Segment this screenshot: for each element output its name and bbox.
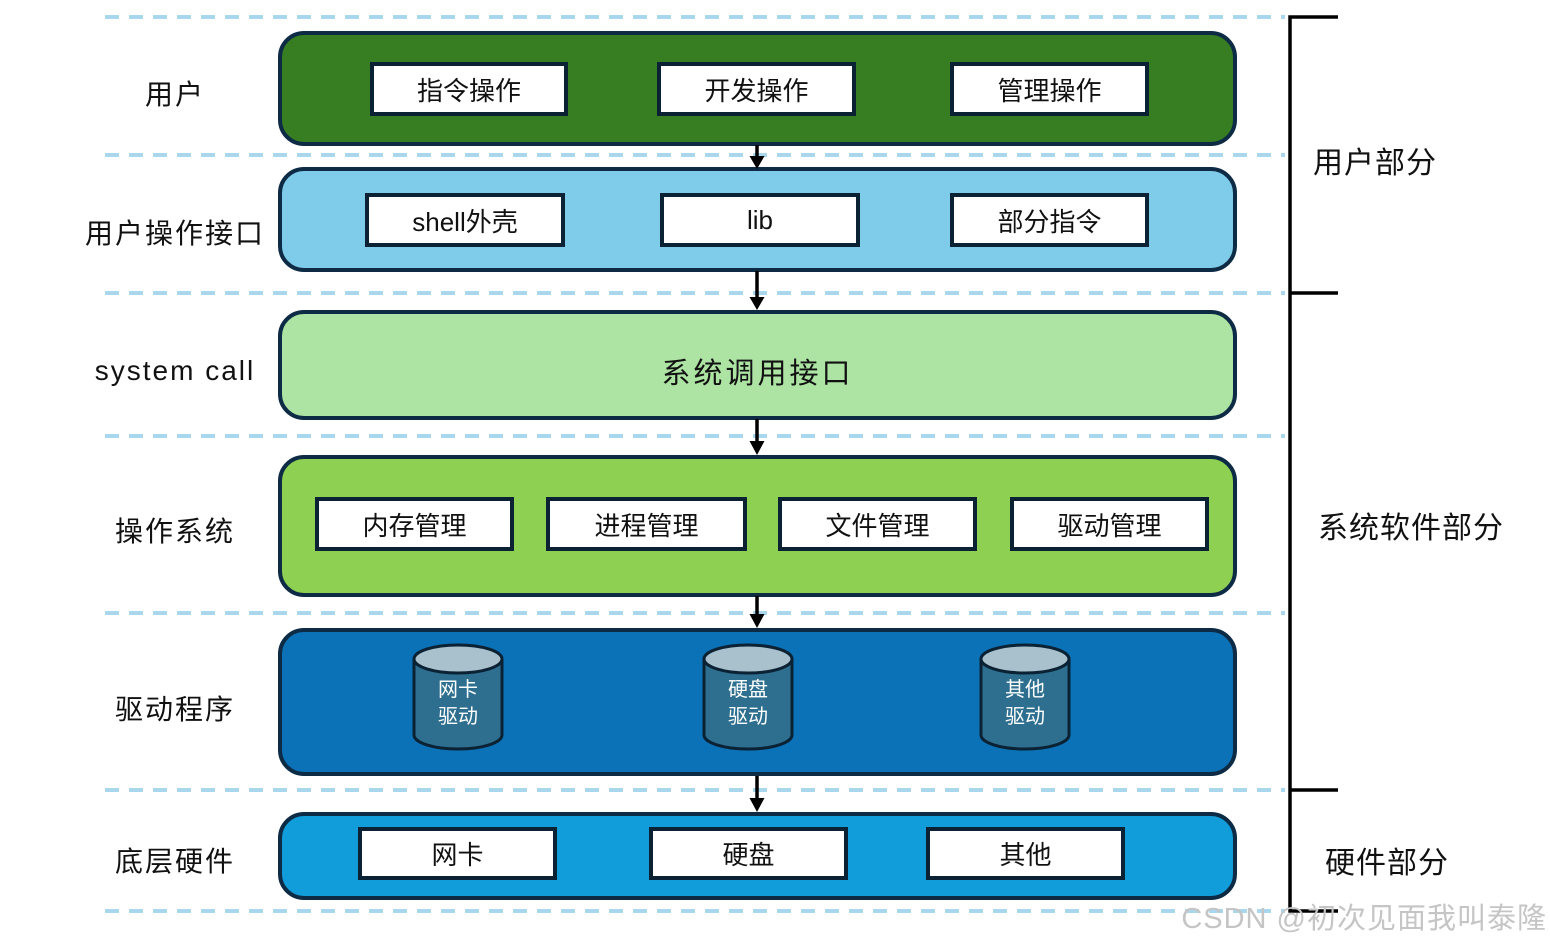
row-label-user: 用户 [144,79,205,110]
other-driver-cylinder: 其他 驱动 [975,637,1075,757]
cylinder-label-line1: 网卡 [438,679,478,701]
box-file-mgmt: 文件管理 [778,497,977,551]
database-cylinder-icon [412,643,504,751]
row-label-user-interface: 用户操作接口 [84,218,265,249]
box-partial-cmds: 部分指令 [950,193,1149,247]
down-arrow-icon [749,776,765,812]
row-label-driver: 驱动程序 [114,694,235,725]
box-command-ops: 指令操作 [370,62,568,116]
box-other-hw: 其他 [926,827,1125,880]
dashed-separator [105,434,1285,438]
dashed-separator [105,291,1285,295]
box-shell: shell外壳 [365,193,565,247]
section-label-hardware: 硬件部分 [1325,847,1449,880]
box-disk: 硬盘 [649,827,848,880]
cylinder-label: 其他 驱动 [975,677,1075,731]
cylinder-label-line1: 其他 [1005,679,1045,701]
nic-driver-cylinder: 网卡 驱动 [408,637,508,757]
row-label-hardware: 底层硬件 [114,846,235,877]
syscall-interface-text: 系统调用接口 [661,358,854,390]
cylinder-label-line2: 驱动 [438,706,478,728]
section-label-software: 系统软件部分 [1318,512,1504,545]
dashed-separator [105,153,1285,157]
cylinder-label-line2: 驱动 [728,706,768,728]
dashed-separator [105,909,1285,913]
database-cylinder-icon [979,643,1071,751]
row-label-system-call: system call [94,355,256,386]
box-nic: 网卡 [358,827,557,880]
box-process-mgmt: 进程管理 [546,497,747,551]
box-driver-mgmt: 驱动管理 [1010,497,1209,551]
cylinder-label-line1: 硬盘 [728,679,768,701]
disk-driver-cylinder: 硬盘 驱动 [698,637,798,757]
csdn-watermark: CSDN @初次见面我叫泰隆 [1181,903,1547,935]
box-dev-ops: 开发操作 [657,62,856,116]
box-lib: lib [660,193,860,247]
dashed-separator [105,611,1285,615]
section-label-user: 用户部分 [1313,147,1437,180]
box-admin-ops: 管理操作 [950,62,1149,116]
dashed-separator [105,788,1285,792]
down-arrow-icon [749,145,765,169]
cylinder-label: 网卡 驱动 [408,677,508,731]
row-label-os: 操作系统 [114,516,235,547]
cylinder-label: 硬盘 驱动 [698,677,798,731]
row-box-system-call [278,310,1237,420]
database-cylinder-icon [702,643,794,751]
dashed-separator [105,15,1285,19]
box-memory-mgmt: 内存管理 [315,497,514,551]
cylinder-label-line2: 驱动 [1005,706,1045,728]
